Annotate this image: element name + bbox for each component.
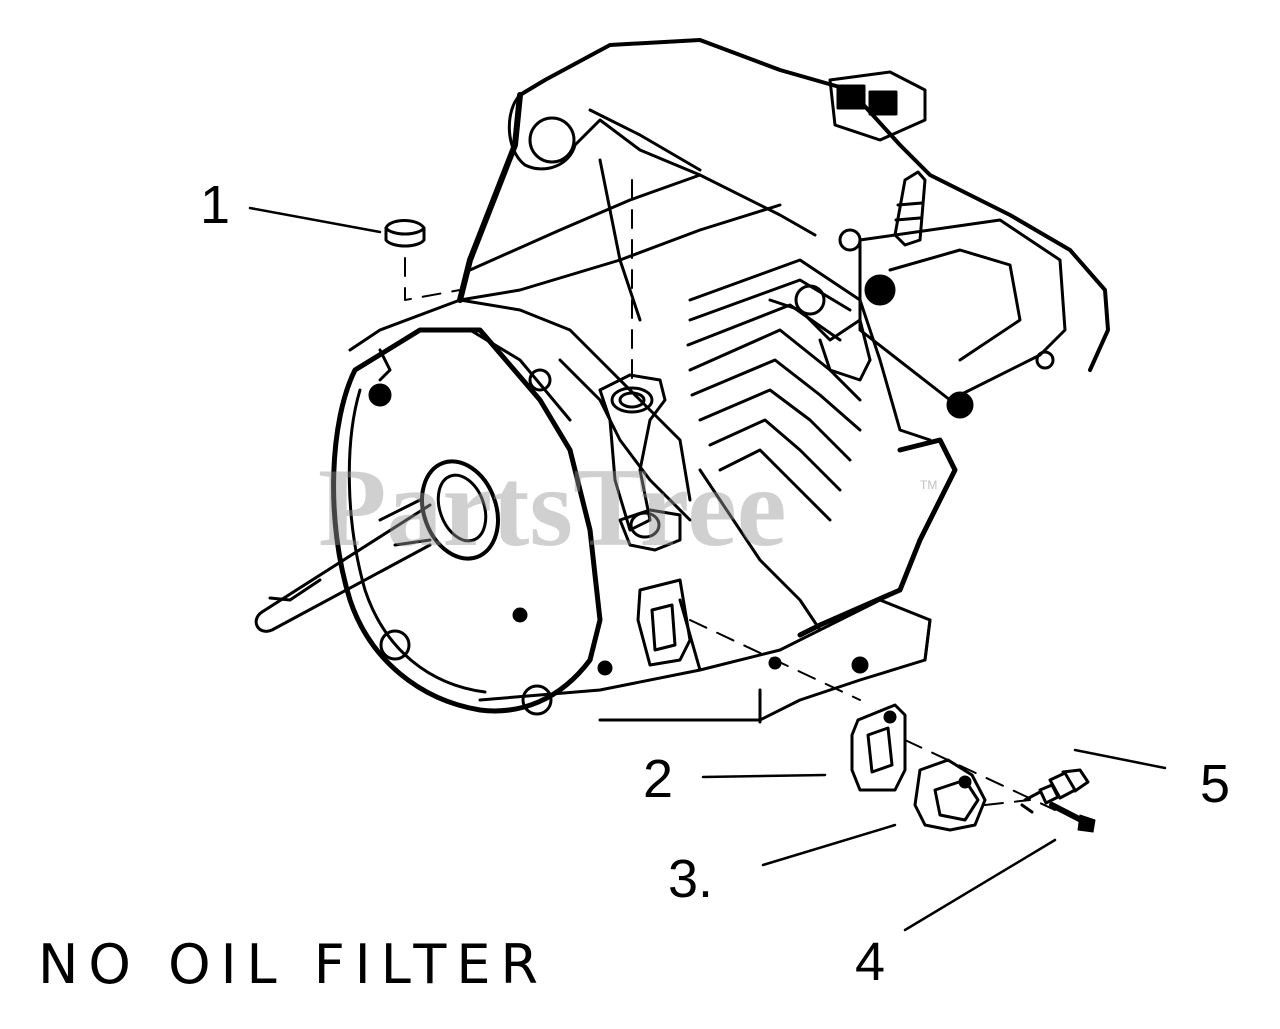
part-3-oil-sensor-housing xyxy=(913,758,987,832)
diagram-caption: NO OIL FILTER xyxy=(38,933,549,996)
watermark-trademark: TM xyxy=(920,478,938,492)
part-1-plug xyxy=(384,219,426,248)
engine-block xyxy=(254,38,1110,724)
callout-2: 2 xyxy=(643,749,674,809)
callout-5: 5 xyxy=(1200,754,1231,814)
watermark: PartsTree xyxy=(318,446,787,570)
part-5-oil-pressure-switch xyxy=(1020,768,1090,814)
callout-3: 3. xyxy=(668,849,714,909)
explosion-lines xyxy=(404,179,1056,811)
callout-1: 1 xyxy=(200,175,231,235)
part-4-screw xyxy=(1049,802,1096,833)
part-2-adapter-plate xyxy=(850,703,907,792)
leader-lines xyxy=(248,206,1167,932)
callout-4: 4 xyxy=(855,932,886,992)
